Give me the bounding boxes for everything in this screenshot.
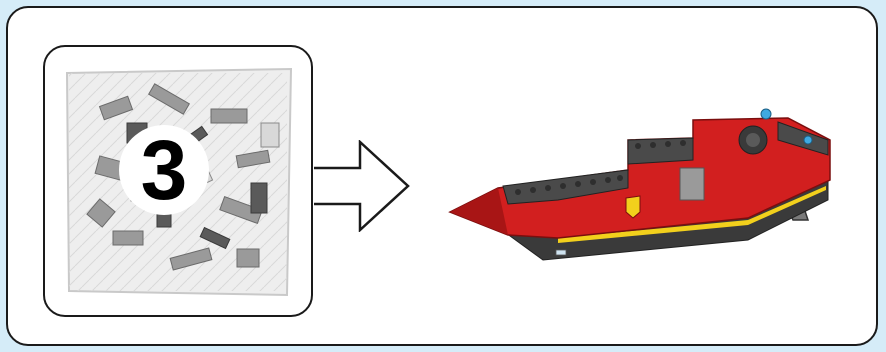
bag-number: 3 (119, 125, 209, 215)
arrow-right-icon (312, 140, 412, 232)
bag-frame: 3 (43, 45, 313, 317)
fire-truck-model-icon (448, 100, 838, 280)
